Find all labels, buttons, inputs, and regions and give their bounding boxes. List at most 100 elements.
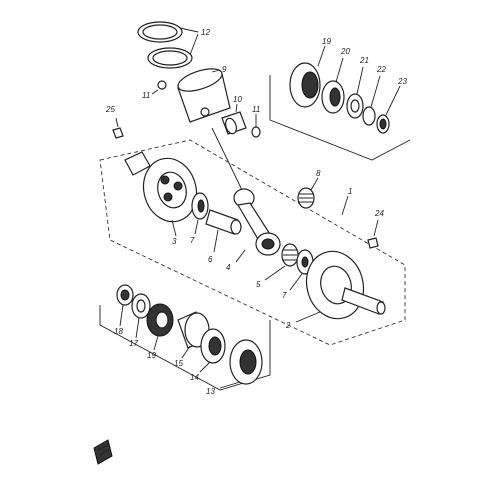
connecting-rod — [233, 188, 281, 256]
piston-rings — [137, 21, 193, 69]
leader-20 — [335, 57, 344, 83]
right-crank-wheel — [305, 250, 386, 320]
callout-17: 17 — [129, 339, 138, 348]
bearing-19-inner — [301, 71, 319, 99]
left-crank-wheel — [124, 151, 198, 223]
washer-17-inner — [136, 299, 146, 313]
leader-7a — [194, 219, 199, 235]
leader-11a — [151, 89, 159, 95]
leader-24 — [373, 219, 379, 237]
callout-12: 12 — [201, 28, 210, 37]
bearing-set-box-top — [269, 75, 411, 161]
callout-1: 1 — [348, 187, 352, 196]
conrod-big-end-hole — [261, 238, 275, 250]
corner-mark-lines — [97, 444, 110, 456]
leader-25 — [115, 117, 119, 128]
crank-key-25 — [112, 127, 124, 139]
callout-10: 10 — [233, 95, 242, 104]
callout-7a: 7 — [190, 236, 195, 245]
leader-22 — [370, 75, 381, 108]
piston-pin-clip-right — [251, 126, 261, 138]
seal-14-inner — [208, 336, 222, 356]
callout-18: 18 — [114, 327, 123, 336]
callout-19: 19 — [322, 37, 331, 46]
thrust-washer-left-hole — [197, 199, 205, 213]
seal-21-inner — [350, 99, 360, 113]
leader-19 — [317, 45, 326, 67]
nut-23-inner — [379, 118, 387, 130]
callout-23: 23 — [397, 77, 407, 86]
crank-pin-end — [230, 219, 242, 235]
leader-15b — [181, 345, 191, 359]
left-flywheel-hole-1 — [160, 175, 170, 185]
left-crank-shaft — [124, 151, 151, 176]
leader-17 — [135, 317, 140, 339]
callout-6: 6 — [208, 255, 213, 264]
leader-3 — [171, 219, 177, 237]
leader-13 — [219, 381, 241, 389]
leader-14 — [199, 361, 211, 373]
callout-21: 21 — [359, 56, 369, 65]
callout-2: 2 — [285, 321, 291, 330]
callout-11a: 11 — [142, 91, 150, 100]
callout-3: 3 — [172, 237, 177, 246]
callout-20: 20 — [340, 47, 350, 56]
leader-7b — [289, 273, 303, 291]
callout-7b: 7 — [282, 291, 287, 300]
leader-2 — [295, 311, 321, 323]
leader-19b — [153, 335, 159, 351]
piston-ring-bottom-inner — [152, 50, 188, 66]
gear-19-hub — [155, 311, 169, 329]
nut-18-inner — [120, 289, 130, 301]
leader-4 — [235, 249, 246, 263]
woodruff-key — [367, 237, 379, 249]
leader-12b — [189, 33, 199, 56]
leader-5 — [264, 265, 286, 281]
right-bearing-set — [289, 62, 390, 134]
callout-25: 25 — [105, 105, 115, 114]
crankshaft-group-box — [99, 139, 406, 346]
left-flywheel-hole-2 — [173, 181, 183, 191]
left-bearing-set — [116, 284, 263, 385]
leader-10 — [235, 103, 238, 113]
leader-12a — [179, 27, 199, 33]
right-crank-shaft — [341, 287, 384, 315]
callout-5: 5 — [256, 280, 261, 289]
leader-8 — [310, 177, 319, 191]
leader-1 — [341, 195, 349, 216]
bearing-set-box-bottom — [99, 305, 271, 391]
corner-mark-icon — [93, 439, 113, 465]
callout-8: 8 — [316, 169, 321, 178]
piston-ring-top-inner — [142, 24, 178, 40]
leader-piston-to-rod — [211, 127, 243, 191]
callout-24: 24 — [374, 209, 384, 218]
callout-19b: 19 — [147, 351, 156, 360]
callout-14: 14 — [190, 373, 199, 382]
callout-9: 9 — [222, 65, 227, 74]
callout-11b: 11 — [252, 105, 260, 114]
callout-13: 13 — [206, 387, 215, 396]
leader-23 — [385, 85, 401, 116]
callout-15: 15 — [174, 359, 183, 368]
piston-pin-bore — [200, 107, 210, 117]
bearing-13-inner — [239, 349, 257, 375]
leader-18 — [119, 304, 124, 327]
big-end-bearing-rollers — [283, 249, 297, 261]
piston-pin-clip-left — [157, 80, 167, 90]
bearing-20-inner — [329, 87, 341, 107]
leader-6 — [213, 229, 219, 253]
leader-21 — [356, 66, 364, 95]
piston — [177, 68, 231, 123]
thrust-washer-right-hole — [301, 256, 309, 268]
right-crank-shaft-end — [376, 301, 386, 315]
callout-4: 4 — [226, 263, 231, 272]
piston-pin-end — [225, 117, 237, 135]
small-end-bearing-rollers — [299, 193, 313, 203]
left-flywheel-hole-3 — [163, 192, 173, 202]
leader-9 — [211, 69, 221, 73]
washer-22 — [362, 106, 376, 126]
piston-crown — [177, 68, 223, 92]
callout-22: 22 — [376, 65, 386, 74]
